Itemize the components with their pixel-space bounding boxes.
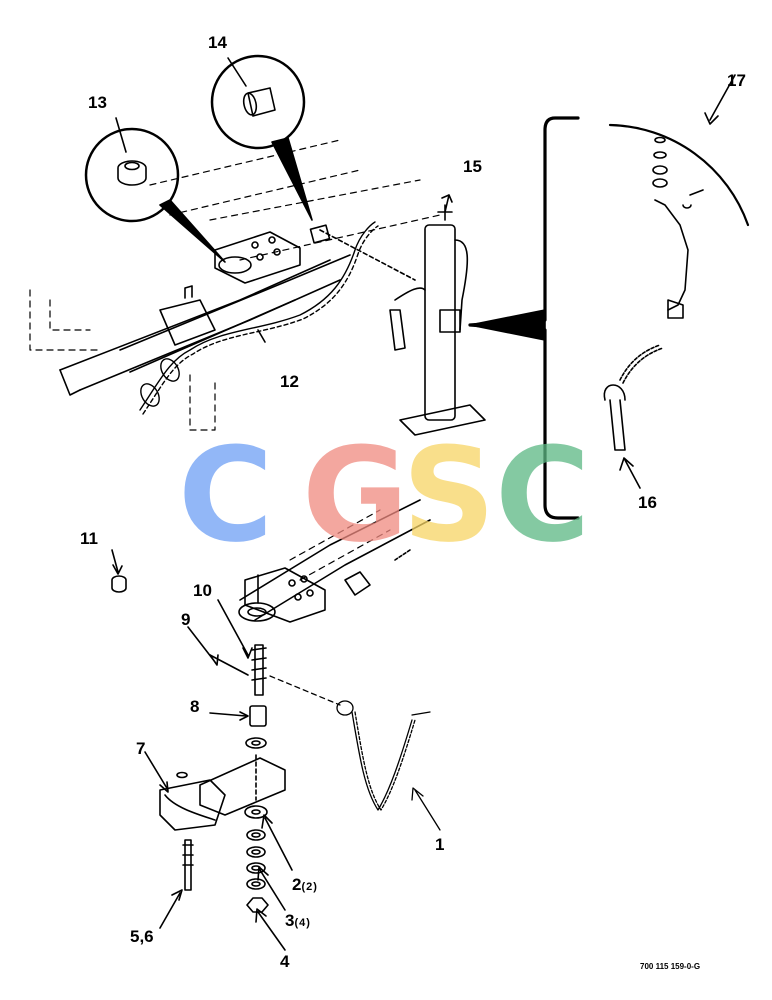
callout-1: 1 xyxy=(435,835,445,854)
lower-tongue-frame xyxy=(238,499,431,623)
pivot-pin-10 xyxy=(187,599,267,696)
callout-15: 15 xyxy=(463,157,482,176)
leader-4 xyxy=(255,908,286,951)
inset-detail-17 xyxy=(608,74,750,319)
leader-2 xyxy=(261,814,293,871)
callout-17: 17 xyxy=(727,71,746,90)
bushing-8 xyxy=(249,705,267,727)
safety-chain-lower xyxy=(269,675,441,831)
callout-2: 2(2) xyxy=(292,875,318,894)
detail-circle-13 xyxy=(84,117,226,263)
upper-tongue-frame xyxy=(29,139,441,431)
callout-3: 3(4) xyxy=(285,911,311,930)
callout-11: 11 xyxy=(80,529,98,548)
callout-9: 9 xyxy=(181,610,191,629)
callout-10: 10 xyxy=(193,581,212,600)
callout-2-quantity: (2) xyxy=(301,881,318,893)
watermark-letter-2: G xyxy=(302,419,409,571)
callout-14: 14 xyxy=(208,33,227,52)
callout-3-quantity: (4) xyxy=(294,917,311,929)
callout-5-6: 5,6 xyxy=(130,927,154,946)
callout-16: 16 xyxy=(638,493,657,512)
figure-number: 700 115 159-0-G xyxy=(640,962,701,971)
washer-stack xyxy=(244,737,269,913)
cap-11 xyxy=(111,549,127,593)
leader-12 xyxy=(257,329,266,343)
leader-8-head xyxy=(239,711,249,721)
jack-stand xyxy=(309,194,486,436)
watermark-letter-4: C xyxy=(495,419,591,571)
leader-8 xyxy=(209,712,247,717)
detail-circle-14 xyxy=(210,54,313,221)
watermark-letter-1: C xyxy=(178,419,274,571)
bracket-pointer xyxy=(469,309,546,341)
lynch-pin-16 xyxy=(603,344,664,489)
safety-chain-upper xyxy=(139,221,379,415)
callout-7: 7 xyxy=(136,739,146,758)
callout-13: 13 xyxy=(88,93,107,112)
callout-8: 8 xyxy=(190,697,200,716)
leader-3 xyxy=(257,866,286,911)
callout-12: 12 xyxy=(280,372,299,391)
callout-4: 4 xyxy=(280,952,290,971)
clamp-and-bolt xyxy=(144,751,286,929)
watermark-letter-3: S xyxy=(402,419,496,571)
